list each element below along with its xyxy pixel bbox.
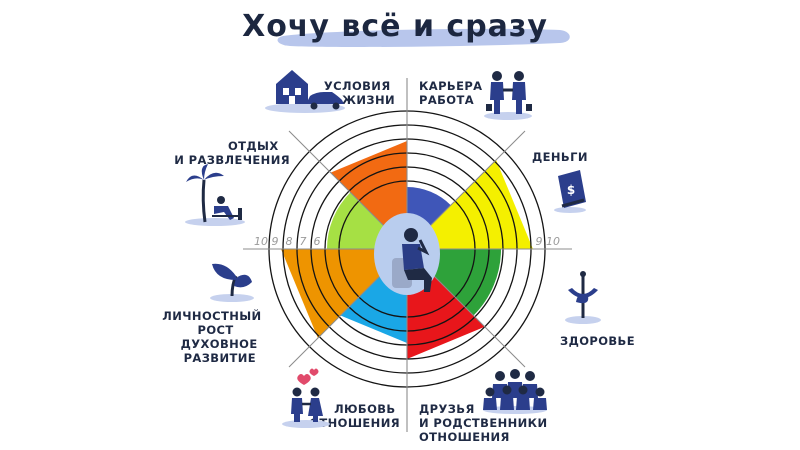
scale-right: 9 10 [536, 235, 561, 248]
page-title: Хочу всё и сразу [242, 9, 548, 44]
label-love: ЛЮБОВЬ ОТНОШЕНИЯ [309, 402, 400, 430]
label-friends: ДРУЗЬЯ И РОДСТВЕННИКИ ОТНОШЕНИЯ [419, 402, 552, 444]
house-car-icon [265, 70, 345, 113]
wedge-growth [281, 249, 407, 339]
people-group-icon [483, 369, 547, 414]
scale-left-9: 9 [272, 235, 279, 248]
title-underline [277, 28, 570, 47]
businessmen-handshake-icon [484, 71, 532, 120]
thinking-man-icon [392, 228, 432, 292]
scale-left-8: 8 [286, 235, 293, 248]
label-rest: ОТДЫХ И РАЗВЛЕЧЕНИЯ [174, 139, 290, 167]
scale-left-7: 7 [300, 235, 307, 248]
label-living: УСЛОВИЯ ЖИЗНИ [324, 79, 395, 107]
caduceus-icon [565, 271, 601, 324]
label-career: КАРЬЕРА РАБОТА [419, 79, 487, 107]
label-money: ДЕНЬГИ [532, 150, 588, 164]
scale-right-9: 9 [536, 235, 543, 248]
wedge-money [407, 159, 533, 249]
couple-hearts-icon [282, 368, 330, 428]
scale-left-6: 6 [314, 235, 321, 248]
palm-recliner-icon [185, 164, 245, 226]
label-growth: ЛИЧНОСТНЫЙ РОСТ ДУХОВНОЕ РАЗВИТИЕ [162, 308, 266, 365]
scale-left: 10 9 8 7 6 [254, 235, 321, 248]
sprout-icon [210, 263, 254, 302]
scale-right-10: 10 [546, 235, 560, 248]
money-book-icon: $ [554, 170, 586, 213]
svg-text:$: $ [567, 183, 575, 197]
scale-left-10: 10 [254, 235, 268, 248]
label-health: ЗДОРОВЬЕ [560, 334, 635, 348]
